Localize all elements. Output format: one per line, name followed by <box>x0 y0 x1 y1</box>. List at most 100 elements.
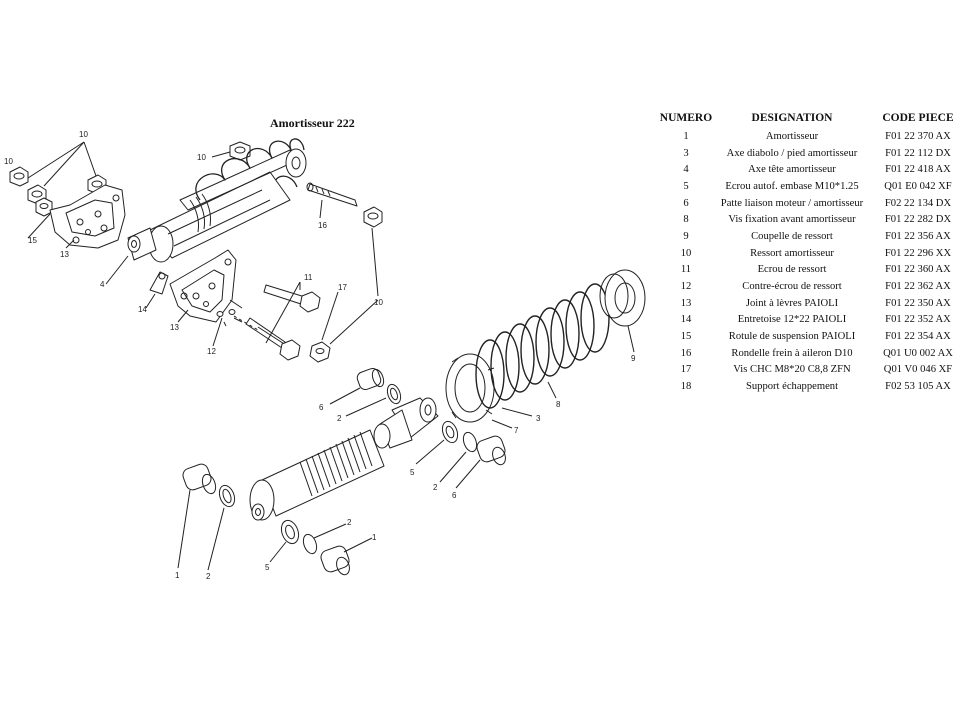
cell-numero: 16 <box>680 347 692 359</box>
cell-code: F01 22 360 AX <box>885 264 951 276</box>
shock-absorber-top <box>105 138 358 285</box>
cell-designation: Ecrou autof. embase M10*1.25 <box>725 180 859 192</box>
callout: 8 <box>556 400 561 409</box>
callout: 15 <box>28 236 37 245</box>
cell-code: F01 22 370 AX <box>885 130 951 142</box>
cell-designation: Rotule de suspension PAIOLI <box>728 331 856 343</box>
cell-numero: 5 <box>683 180 689 192</box>
cell-code: Q01 V0 046 XF <box>883 364 953 376</box>
callout: 1 <box>372 533 377 542</box>
callout: 2 <box>337 414 342 423</box>
cell-code: F01 22 296 XX <box>884 247 952 259</box>
bracket-assembly-center <box>145 249 243 347</box>
long-bolts <box>229 206 383 363</box>
callout: 10 <box>374 298 383 307</box>
table-row: 9 Coupelle de ressort F01 22 356 AX <box>656 228 968 245</box>
cell-numero: 15 <box>680 331 692 343</box>
cell-designation: Joint à lèvres PAIOLI <box>745 297 839 309</box>
table-row: 11 Ecrou de ressort F01 22 360 AX <box>656 262 968 279</box>
callout: 14 <box>138 305 147 314</box>
callout: 16 <box>318 221 327 230</box>
callout: 6 <box>319 403 324 412</box>
spacer-14 <box>149 271 169 295</box>
cell-designation: Entretoise 12*22 PAIOLI <box>737 314 847 326</box>
table-row: 15 Rotule de suspension PAIOLI F01 22 354 … <box>656 328 968 345</box>
callout: 17 <box>338 283 347 292</box>
callout: 12 <box>207 347 216 356</box>
cell-designation: Ecrou de ressort <box>757 264 827 276</box>
callout: 5 <box>410 468 415 477</box>
callout: 9 <box>631 354 636 363</box>
callout: 11 <box>304 273 313 282</box>
callout-labels: 10 10 15 13 10 16 4 11 14 13 17 12 10 6 … <box>4 130 636 581</box>
callout: 10 <box>79 130 88 139</box>
spring-large <box>475 283 610 409</box>
cell-numero: 12 <box>680 281 692 293</box>
callout: 6 <box>452 491 457 500</box>
cell-designation: Ressort amortisseur <box>750 247 834 259</box>
cell-designation: Axe tête amortisseur <box>748 164 836 176</box>
cell-numero: 9 <box>683 230 689 242</box>
table-row: 8 Vis fixation avant amortisseur F01 22 28… <box>656 211 968 228</box>
table-row: 17 Vis CHC M8*20 C8,8 ZFN Q01 V0 046 XF <box>656 362 968 379</box>
callout: 4 <box>100 280 105 289</box>
cell-numero: 11 <box>680 264 692 276</box>
cell-numero: 1 <box>683 130 689 142</box>
cell-designation: Rondelle frein à aileron D10 <box>731 347 853 359</box>
cell-designation: Vis fixation avant amortisseur <box>728 214 856 226</box>
cell-designation: Vis CHC M8*20 C8,8 ZFN <box>733 364 851 376</box>
table-row: 1 Amortisseur F01 22 370 AX <box>656 128 968 145</box>
small-screws-12 <box>216 309 243 327</box>
parts-table: NUMERO DESIGNATION CODE PIECE 1 Amortisse… <box>656 108 968 395</box>
cell-numero: 3 <box>683 147 689 159</box>
header-code: CODE PIECE <box>882 112 954 124</box>
table-row: 5 Ecrou autof. embase M10*1.25 Q01 E0 042 … <box>656 178 968 195</box>
cell-designation: Support échappement <box>745 381 839 393</box>
nut-part <box>9 166 107 217</box>
cell-code: F01 22 112 DX <box>885 147 951 159</box>
callout: 5 <box>265 563 270 572</box>
table-row: 14 Entretoise 12*22 PAIOLI F01 22 352 AX <box>656 312 968 329</box>
diagram-title: Amortisseur 222 <box>270 116 355 130</box>
callout: 13 <box>170 323 179 332</box>
cell-designation: Amortisseur <box>765 130 819 142</box>
callout: 13 <box>60 250 69 259</box>
cell-code: F01 22 352 AX <box>885 314 951 326</box>
bracket-plate <box>49 184 126 249</box>
table-row: 10 Ressort amortisseur F01 22 296 XX <box>656 245 968 262</box>
cell-numero: 17 <box>680 364 692 376</box>
callout: 2 <box>206 572 211 581</box>
bracket-assembly-left <box>9 141 126 249</box>
cell-numero: 4 <box>683 164 689 176</box>
header-numero: NUMERO <box>659 112 713 124</box>
cell-numero: 18 <box>680 381 692 393</box>
table-header-row: NUMERO DESIGNATION CODE PIECE <box>656 108 968 128</box>
cell-designation: Coupelle de ressort <box>751 230 833 242</box>
cell-code: F01 22 356 AX <box>885 230 951 242</box>
cell-code: F02 53 105 AX <box>885 381 951 393</box>
callout: 7 <box>514 426 519 435</box>
callout: 10 <box>197 153 206 162</box>
callout: 10 <box>4 157 13 166</box>
cell-numero: 14 <box>680 314 692 326</box>
table-row: 18 Support échappement F02 53 105 AX <box>656 378 968 395</box>
callout: 1 <box>175 571 180 580</box>
callout: 3 <box>536 414 541 423</box>
cell-code: F01 22 354 AX <box>885 331 951 343</box>
cell-code: F01 22 350 AX <box>885 297 951 309</box>
exploded-shock-diagram: 10 10 15 13 10 16 4 11 14 13 17 12 10 6 … <box>4 130 646 581</box>
cell-numero: 10 <box>680 247 692 259</box>
cell-code: Q01 E0 042 XF <box>884 180 952 192</box>
header-designation: DESIGNATION <box>751 112 833 124</box>
callout: 2 <box>347 518 352 527</box>
cell-numero: 13 <box>680 297 692 309</box>
cell-code: F01 22 282 DX <box>884 214 952 226</box>
cell-numero: 8 <box>683 214 689 226</box>
cell-code: F01 22 362 AX <box>885 281 951 293</box>
